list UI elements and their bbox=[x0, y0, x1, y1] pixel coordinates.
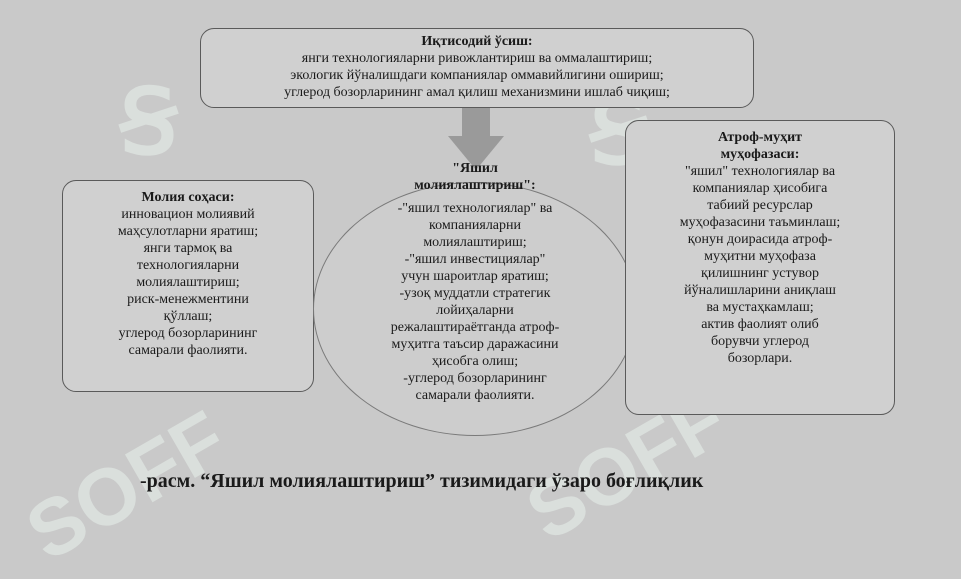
green-finance-line: ҳисобга олиш; bbox=[431, 354, 519, 369]
finance-sector-line: молиялаштириш; bbox=[136, 275, 240, 290]
economic-growth-title: Иқтисодий ўсиш: bbox=[421, 34, 533, 49]
environment-protection-line: бозорлари. bbox=[727, 351, 793, 366]
environment-protection-line: ва мустаҳкамлаш; bbox=[706, 300, 814, 315]
finance-sector-line: риск-менежментини bbox=[127, 292, 249, 307]
green-finance-title: "Яшил bbox=[452, 161, 498, 176]
economic-growth-line: янги технологияларни ривожлантириш ва ом… bbox=[301, 51, 653, 66]
finance-sector-line: маҳсулотларни яратиш; bbox=[117, 224, 259, 239]
economic-growth-line: экологик йўналишдаги компаниялар оммавий… bbox=[290, 68, 664, 83]
environment-protection-line: қилишнинг устувор bbox=[701, 266, 819, 281]
environment-protection-title: Атроф-муҳит bbox=[717, 130, 803, 145]
green-finance-line: муҳитга таъсир даражасини bbox=[391, 337, 559, 352]
green-finance-ellipse bbox=[313, 182, 637, 436]
green-finance-line: -"яшил технологиялар" ва bbox=[397, 201, 553, 216]
finance-sector-line: самарали фаолияти. bbox=[128, 343, 248, 358]
finance-sector-line: технологияларни bbox=[136, 258, 240, 273]
environment-protection-line: борувчи углерод bbox=[711, 334, 809, 349]
figure-caption: -расм. “Яшил молиялаштириш” тизимидаги ў… bbox=[140, 470, 704, 492]
green-finance-content: "Яшил молиялаштириш": -"яшил технологиял… bbox=[330, 160, 620, 404]
environment-protection-line: муҳофазасини таъминлаш; bbox=[679, 215, 841, 230]
finance-sector-box: Молия соҳаси: инновацион молиявий маҳсул… bbox=[62, 180, 314, 392]
green-finance-line: учун шароитлар яратиш; bbox=[401, 269, 549, 284]
environment-protection-line: компаниялар ҳисобига bbox=[692, 181, 828, 196]
finance-sector-line: инновацион молиявий bbox=[121, 207, 255, 222]
environment-protection-line: "яшил" технологиялар ва bbox=[684, 164, 836, 179]
finance-sector-line: янги тармоқ ва bbox=[143, 241, 233, 256]
economic-growth-box: Иқтисодий ўсиш: янги технологияларни рив… bbox=[200, 28, 754, 108]
green-finance-line: -углерод бозорларининг bbox=[403, 371, 547, 386]
green-finance-line: -"яшил инвестициялар" bbox=[404, 252, 546, 267]
green-finance-line: -узоқ муддатли стратегик bbox=[399, 286, 551, 301]
economic-growth-line: углерод бозорларининг амал қилиш механиз… bbox=[284, 85, 670, 100]
down-arrow-icon bbox=[448, 108, 504, 170]
environment-protection-box: Атроф-муҳит муҳофазаси: "яшил" технологи… bbox=[625, 120, 895, 415]
finance-sector-line: углерод бозорларининг bbox=[118, 326, 258, 341]
watermark-logo: Ꞩ bbox=[120, 73, 178, 173]
green-finance-title: молиялаштириш": bbox=[414, 178, 536, 193]
environment-protection-line: муҳитни муҳофаза bbox=[704, 249, 816, 264]
green-finance-line: компанияларни bbox=[429, 218, 521, 233]
green-finance-line: режалаштираётганда атроф- bbox=[390, 320, 560, 335]
finance-sector-title: Молия соҳаси: bbox=[141, 190, 235, 205]
green-finance-line: самарали фаолияти. bbox=[415, 388, 535, 403]
environment-protection-line: актив фаолият олиб bbox=[701, 317, 819, 332]
green-finance-line: молиялаштириш; bbox=[423, 235, 527, 250]
environment-protection-title: муҳофазаси: bbox=[720, 147, 800, 162]
environment-protection-line: қонун доирасида атроф- bbox=[687, 232, 833, 247]
finance-sector-line: қўллаш; bbox=[163, 309, 213, 324]
environment-protection-line: табиий ресурслар bbox=[707, 198, 813, 213]
green-finance-line: лойиҳаларни bbox=[436, 303, 514, 318]
environment-protection-line: йўналишларини аниқлаш bbox=[684, 283, 836, 298]
